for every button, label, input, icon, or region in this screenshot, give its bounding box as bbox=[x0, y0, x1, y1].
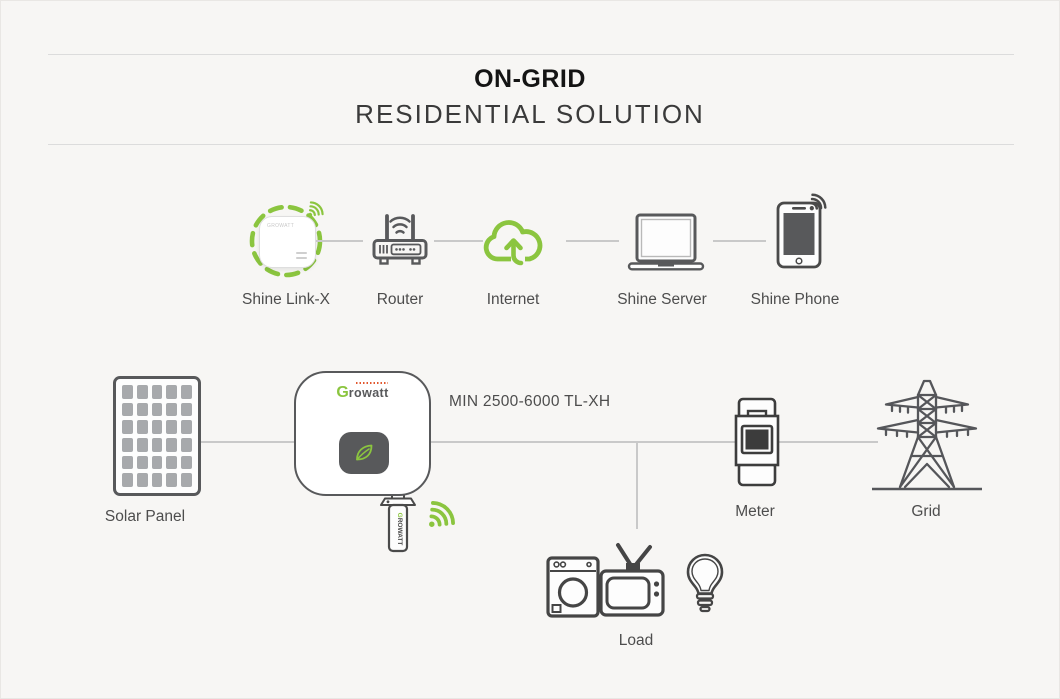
label-shine-phone: Shine Phone bbox=[750, 291, 840, 308]
shine-link-x-icon: GROWATT bbox=[259, 216, 316, 268]
connector-meter-grid bbox=[778, 441, 878, 443]
label-shine-link-x: Shine Link-X bbox=[242, 291, 330, 308]
header-divider bbox=[48, 144, 1014, 145]
inverter-display bbox=[339, 432, 389, 474]
tv-icon bbox=[599, 543, 665, 617]
shine-dongle-icon: GROWATT bbox=[380, 490, 416, 553]
connector-inverter-meter bbox=[431, 441, 737, 443]
inverter-model-text: MIN 2500-6000 TL-XH bbox=[449, 393, 611, 410]
wifi-icon bbox=[809, 193, 827, 211]
label-grid: Grid bbox=[911, 503, 941, 520]
top-divider bbox=[48, 54, 1014, 55]
label-solar-panel: Solar Panel bbox=[104, 508, 186, 525]
solar-panel-icon bbox=[113, 376, 201, 496]
connector-router-internet bbox=[434, 240, 483, 242]
label-internet: Internet bbox=[486, 291, 540, 308]
connector-shinelink-router bbox=[316, 240, 363, 242]
connector-panel-inverter bbox=[201, 441, 294, 443]
inverter-logo: Growatt bbox=[336, 384, 389, 401]
meter-icon bbox=[734, 397, 780, 487]
label-meter: Meter bbox=[735, 503, 775, 520]
label-router: Router bbox=[376, 291, 424, 308]
smartphone-icon bbox=[776, 201, 822, 269]
page-title: ON-GRID bbox=[474, 65, 586, 93]
connector-bus-load bbox=[636, 441, 638, 529]
inverter-logo-tagline bbox=[356, 382, 388, 384]
page-subtitle: RESIDENTIAL SOLUTION bbox=[355, 99, 705, 129]
grid-tower-icon bbox=[872, 379, 982, 491]
label-load: Load bbox=[618, 632, 654, 649]
shinelink-device-text: GROWATT bbox=[267, 223, 295, 229]
light-bulb-icon bbox=[686, 553, 724, 613]
connector-internet-server bbox=[566, 240, 619, 242]
label-shine-server: Shine Server bbox=[617, 291, 707, 308]
wifi-icon bbox=[429, 501, 455, 527]
cloud-upload-icon bbox=[483, 220, 543, 266]
wifi-icon bbox=[308, 201, 324, 217]
washing-machine-icon bbox=[546, 556, 600, 618]
connector-server-phone bbox=[713, 240, 766, 242]
leaf-icon bbox=[356, 444, 373, 461]
router-icon bbox=[372, 214, 428, 265]
dongle-brand-text: GROWATT bbox=[396, 513, 403, 546]
inverter-icon: Growatt bbox=[294, 371, 431, 496]
laptop-icon bbox=[627, 213, 705, 271]
